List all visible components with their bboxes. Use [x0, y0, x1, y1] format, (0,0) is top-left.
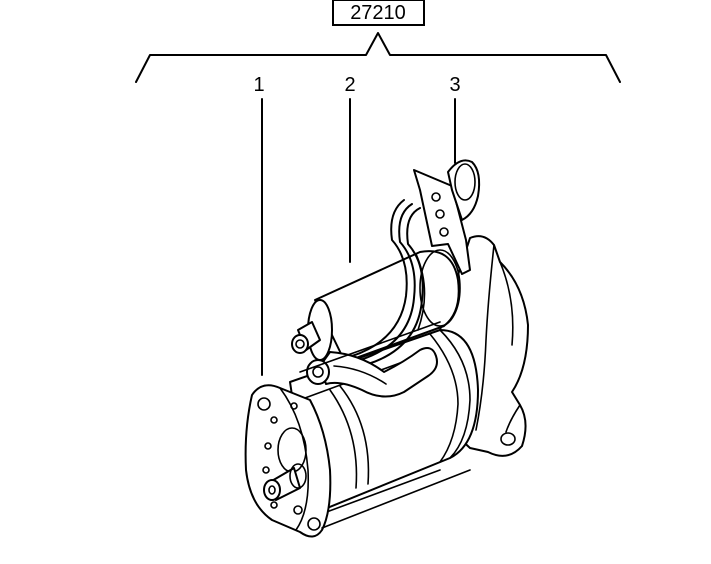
grouping-bracket — [135, 32, 621, 83]
solenoid-wiring — [351, 199, 424, 365]
callout-label-2: 2 — [344, 74, 355, 96]
callout-label-1: 1 — [253, 74, 264, 96]
starter-motor-drawing — [244, 159, 529, 538]
feed-pipe — [306, 347, 438, 398]
callout-label-3: 3 — [449, 74, 460, 96]
assembly-part-number: 27210 — [332, 0, 425, 26]
end-cap — [244, 384, 332, 538]
through-bolt-upper — [299, 321, 441, 373]
assembly-part-number-text: 27210 — [350, 2, 406, 24]
connector-bracket — [413, 159, 481, 275]
through-bolt-lower — [321, 469, 471, 529]
